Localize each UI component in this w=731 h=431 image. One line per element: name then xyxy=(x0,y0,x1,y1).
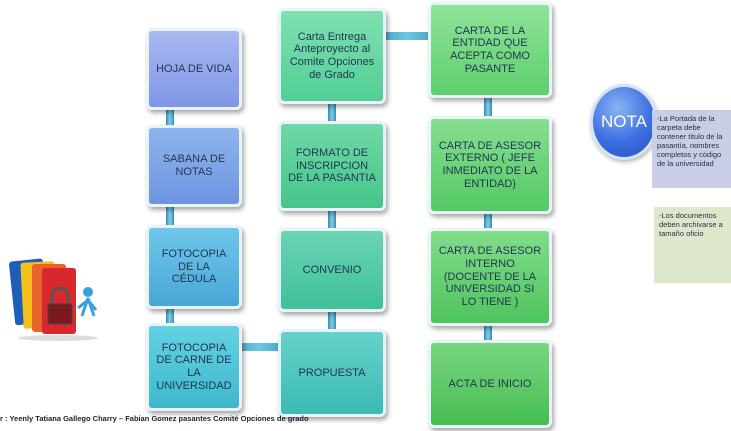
note-portada: -La Portada de la carpeta debe contener … xyxy=(652,110,731,188)
doc-label: CARTA DE ASESOR EXTERNO ( JEFE INMEDIATO… xyxy=(438,139,542,190)
doc-box: Carta Entrega Anteproyecto al Comite Opc… xyxy=(278,8,386,104)
doc-label: CARTA DE LA ENTIDAD QUE ACEPTA COMO PASA… xyxy=(450,24,530,75)
doc-box: CARTA DE ASESOR EXTERNO ( JEFE INMEDIATO… xyxy=(428,116,552,214)
doc-label: SABANA DE NOTAS xyxy=(162,153,226,178)
note-text: -Los documentos deben archivarse a tamañ… xyxy=(659,211,723,238)
doc-label: Carta Entrega Anteproyecto al Comite Opc… xyxy=(289,30,375,81)
doc-box: CONVENIO xyxy=(278,228,386,312)
doc-box: FOTOCOPIA DE LA CÉDULA xyxy=(146,225,242,309)
doc-box: FORMATO DE INSCRIPCION DE LA PASANTIA xyxy=(278,121,386,211)
doc-box: CARTA DE LA ENTIDAD QUE ACEPTA COMO PASA… xyxy=(428,2,552,98)
doc-label: CARTA DE ASESOR INTERNO (DOCENTE DE LA U… xyxy=(438,245,542,308)
note-documentos: -Los documentos deben archivarse a tamañ… xyxy=(654,207,731,283)
connector-col1 xyxy=(166,100,174,340)
connector-c1-c2-bottom xyxy=(236,343,282,351)
connector-col2 xyxy=(328,98,336,338)
doc-label: HOJA DE VIDA xyxy=(156,62,232,75)
note-text: -La Portada de la carpeta debe contener … xyxy=(657,114,723,168)
doc-label: ACTA DE INICIO xyxy=(448,377,532,390)
connector-c2-c3-top xyxy=(382,32,432,40)
connector-col3 xyxy=(484,88,492,348)
doc-label: FOTOCOPIA DE CARNE DE LA UNIVERSIDAD xyxy=(156,341,232,392)
doc-label: FORMATO DE INSCRIPCION DE LA PASANTIA xyxy=(288,147,376,185)
nota-badge: NOTA xyxy=(590,84,658,160)
doc-box: ACTA DE INICIO xyxy=(428,340,552,428)
doc-box: PROPUESTA xyxy=(278,329,386,417)
doc-box: FOTOCOPIA DE CARNE DE LA UNIVERSIDAD xyxy=(146,323,242,411)
doc-label: PROPUESTA xyxy=(298,366,366,379)
footer-credit: r : Yeenly Tatiana Gallego Charry – Fabi… xyxy=(0,414,309,423)
doc-box: CARTA DE ASESOR INTERNO (DOCENTE DE LA U… xyxy=(428,228,552,326)
doc-label: FOTOCOPIA DE LA CÉDULA xyxy=(161,248,227,286)
folders-lock-icon xyxy=(9,258,98,341)
doc-box: SABANA DE NOTAS xyxy=(146,125,242,207)
nota-label: NOTA xyxy=(601,112,647,131)
doc-label: CONVENIO xyxy=(302,263,362,276)
doc-box: HOJA DE VIDA xyxy=(146,28,242,110)
